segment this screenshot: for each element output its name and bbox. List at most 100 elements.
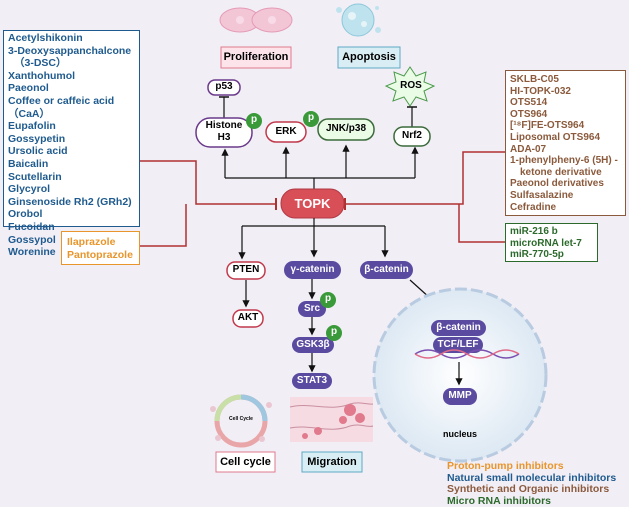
synthetic-inhibitor-item: [¹⁸F]FE-OTS964 xyxy=(510,120,585,132)
cell-cycle-box xyxy=(215,451,276,473)
synthetic-inhibitor-item: Cefradine xyxy=(510,201,557,213)
natural-inhibitors-box: Acetylshikonin 3-Deoxysappanchalcone （3-… xyxy=(3,30,140,258)
apoptosis-cell-icon xyxy=(336,3,381,37)
src-label: Src xyxy=(303,303,321,314)
jnk-p38-label: JNK/p38 xyxy=(325,123,366,134)
mirna-inhibitor-item: miR-216 b xyxy=(510,226,558,237)
akt-label: AKT xyxy=(237,312,259,323)
mmp-label: MMP xyxy=(448,390,472,401)
natural-inhibitor-item: Xanthohumol xyxy=(8,69,76,82)
dna-helix-icon xyxy=(414,349,520,359)
proliferation-box xyxy=(220,46,292,69)
beta-catenin-label: β-catenin xyxy=(364,264,409,275)
stat3-label: STAT3 xyxy=(296,375,328,386)
synthetic-inhibitor-item: HI-TOPK-032 xyxy=(510,85,571,97)
synthetic-inhibitor-item: OTS964 xyxy=(510,108,548,120)
histone-label: Histone H3 xyxy=(196,120,252,144)
natural-inhibitor-item: 3-Deoxysappanchalcone xyxy=(8,44,132,57)
cell-cycle-label: Cell cycle xyxy=(220,456,271,468)
tcf-lef-label: TCF/LEF xyxy=(437,339,479,350)
natural-inhibitor-item: Ursolic acid xyxy=(8,145,68,158)
synthetic-inhibitors-box: SKLB-C05 HI-TOPK-032 OTS514 OTS964 [¹⁸F]… xyxy=(505,70,626,216)
histone-label-line1: Histone xyxy=(205,120,243,131)
pten-node xyxy=(226,261,266,280)
natural-inhibitor-item: Fucoidan xyxy=(8,220,55,233)
erk-node xyxy=(265,121,307,143)
stat3-node xyxy=(292,373,332,389)
mmp-node xyxy=(443,388,477,405)
p53-node xyxy=(207,79,241,96)
natural-inhibitor-item: Gossypol xyxy=(8,233,56,246)
natural-inhibitor-item: Gossypetin xyxy=(8,132,66,145)
jnk-p38-node xyxy=(317,118,375,141)
phospho-badge-gsk3b xyxy=(326,325,342,341)
natural-inhibitor-item: Scutellarin xyxy=(8,170,62,183)
phospho-badge-src xyxy=(320,292,336,308)
phospho-badge-erk xyxy=(303,111,319,127)
phospho-badge-histone xyxy=(246,113,262,129)
phospho-label-gsk3b: p xyxy=(330,326,338,337)
nucleus-beta-catenin-node xyxy=(431,320,486,336)
synthetic-inhibitor-item: Liposomal OTS964 xyxy=(510,131,601,143)
legend: Proton-pump inhibitors Natural small mol… xyxy=(447,460,616,507)
gsk3b-label: GSK3β xyxy=(296,339,330,350)
pten-label: PTEN xyxy=(232,264,260,275)
topk-label: TOPK xyxy=(294,196,331,211)
histone-h3-node xyxy=(195,117,253,148)
nucleus-beta-catenin-label: β-catenin xyxy=(436,322,481,333)
migration-label: Migration xyxy=(307,456,357,468)
nucleus-graphic xyxy=(372,287,548,463)
apoptosis-label: Apoptosis xyxy=(342,51,396,63)
phospho-label-src: p xyxy=(324,293,332,304)
tcf-lef-node xyxy=(433,337,483,353)
natural-inhibitor-item: Orobol xyxy=(8,208,43,221)
mirna-inhibitor-item: microRNA let-7 xyxy=(510,237,582,249)
legend-item-synthetic: Synthetic and Organic inhibitors xyxy=(447,483,610,495)
phospho-label-erk: p xyxy=(307,112,315,123)
apoptosis-box xyxy=(337,46,401,69)
beta-catenin-node xyxy=(360,261,413,279)
natural-inhibitor-item: Coffee or caffeic acid xyxy=(8,94,115,107)
migration-box xyxy=(301,451,363,473)
cell-cycle-icon xyxy=(210,394,272,448)
gamma-catenin-node xyxy=(284,261,341,279)
synthetic-inhibitor-item: Sulfasalazine xyxy=(510,189,574,201)
natural-inhibitor-item: Eupafolin xyxy=(8,120,56,133)
akt-node xyxy=(232,309,264,328)
nucleus-label: nucleus xyxy=(442,429,477,439)
topk-node xyxy=(280,188,345,219)
natural-inhibitor-item: （3-DSC） xyxy=(14,57,67,70)
mirna-inhibitors-box: miR-216 b microRNA let-7 miR-770-5p xyxy=(505,223,598,262)
legend-item-ppi: Proton-pump inhibitors xyxy=(447,460,564,472)
natural-inhibitor-item: Paeonol xyxy=(8,82,49,95)
mirna-inhibitor-item: miR-770-5p xyxy=(510,249,564,261)
natural-inhibitor-item: Worenine xyxy=(8,246,56,259)
synthetic-inhibitor-item: 1-phenylpheny-6 (5H) - xyxy=(510,155,618,167)
cell-division-icon xyxy=(219,7,293,33)
synthetic-inhibitor-item: SKLB-C05 xyxy=(510,74,559,85)
legend-item-mirna: Micro RNA inhibitors xyxy=(447,494,552,507)
migration-tissue-icon xyxy=(289,397,374,442)
src-node xyxy=(298,301,326,317)
ppi-inhibitor-item: Pantoprazole xyxy=(67,248,133,261)
ppi-inhibitor-item: Ilaprazole xyxy=(67,236,116,248)
ppi-inhibitors-box: Ilaprazole Pantoprazole xyxy=(61,231,140,265)
ros-label: ROS xyxy=(400,80,422,91)
nrf2-node xyxy=(393,126,431,147)
natural-inhibitor-item: Acetylshikonin xyxy=(8,32,83,44)
histone-label-line2: H3 xyxy=(217,132,231,143)
ros-burst-icon xyxy=(384,66,436,107)
synthetic-inhibitor-item: ADA-07 xyxy=(510,143,547,155)
natural-inhibitor-item: Ginsenoside Rh2 (GRh2) xyxy=(8,195,132,208)
erk-label: ERK xyxy=(275,126,297,137)
synthetic-inhibitor-item: OTS514 xyxy=(510,97,548,109)
natural-inhibitor-item: Baicalin xyxy=(8,157,49,170)
gamma-catenin-label: γ-catenin xyxy=(290,264,335,275)
phospho-label-histone: p xyxy=(250,114,258,125)
cell-cycle-graphic-title: Cell Cycle xyxy=(229,416,253,422)
p53-label: p53 xyxy=(215,81,233,92)
nrf2-label: Nrf2 xyxy=(401,130,422,141)
natural-inhibitor-item: Glycyrol xyxy=(8,183,51,196)
